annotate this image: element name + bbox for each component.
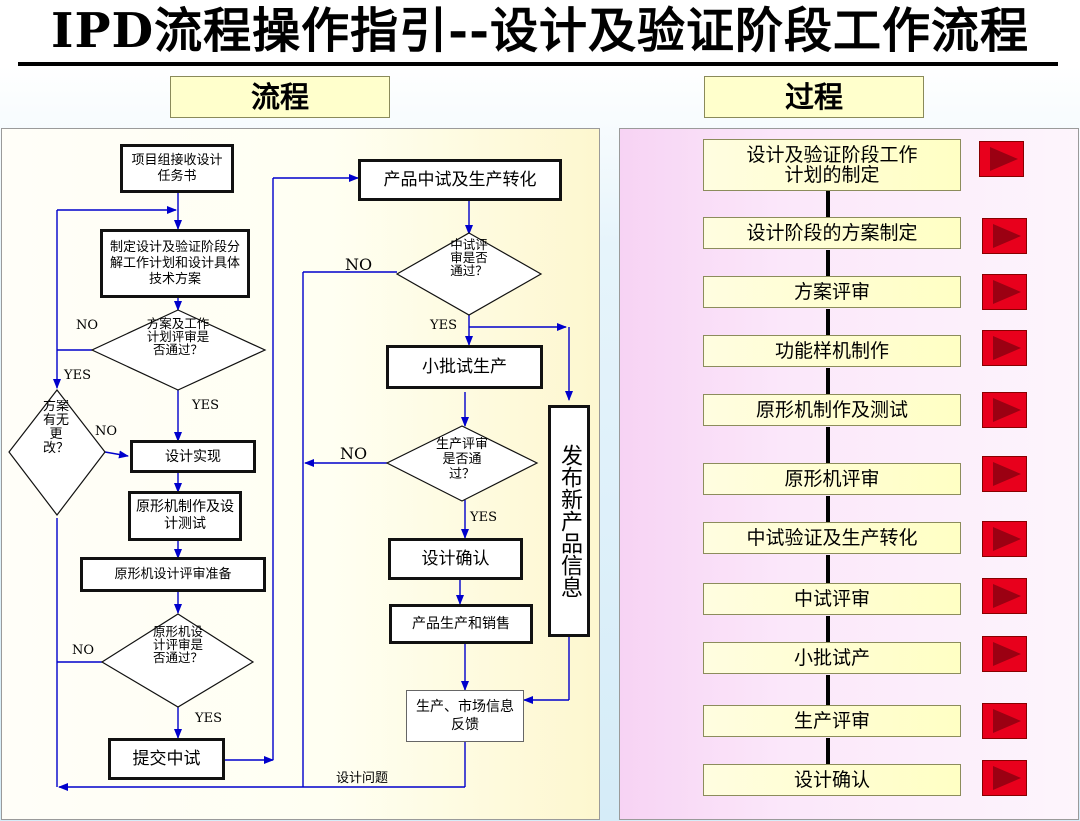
submit-pilot-box: 提交中试 bbox=[108, 738, 225, 780]
play-button-icon[interactable] bbox=[982, 578, 1027, 614]
process-connector bbox=[826, 309, 830, 335]
process-connector bbox=[826, 496, 830, 522]
decision-diamond-pilot-review bbox=[395, 232, 543, 316]
play-button-icon[interactable] bbox=[979, 141, 1024, 177]
label-no: NO bbox=[76, 318, 99, 333]
release-info-box: 发布新产品信息 bbox=[548, 405, 590, 637]
play-button-icon[interactable] bbox=[982, 703, 1027, 739]
process-step-prototype-review: 原形机评审 bbox=[703, 463, 961, 495]
label-yes: YES bbox=[195, 711, 222, 726]
prototype-review-prep-box: 原形机设计评审准备 bbox=[80, 557, 266, 592]
process-step-small-batch: 小批试产 bbox=[703, 642, 961, 674]
plan-box: 制定设计及验证阶段分解工作计划和设计具体技术方案 bbox=[100, 229, 250, 298]
diamond-text-plan-review: 方案及工作计划评审是否通过？ bbox=[146, 317, 210, 357]
process-connector bbox=[826, 555, 830, 583]
label-yes: YES bbox=[430, 318, 457, 333]
process-step-prototype-test: 原形机制作及测试 bbox=[703, 394, 961, 426]
decision-diamond-plan-review bbox=[90, 309, 267, 391]
process-step-production-review: 生产评审 bbox=[703, 705, 961, 737]
label-no: NO bbox=[345, 255, 373, 274]
process-connector bbox=[826, 368, 830, 394]
flow-header: 流程 bbox=[170, 76, 390, 118]
process-connector bbox=[826, 738, 830, 764]
design-implement-box: 设计实现 bbox=[130, 440, 256, 473]
play-button-icon[interactable] bbox=[982, 636, 1027, 672]
label-yes: YES bbox=[192, 398, 219, 413]
play-button-icon[interactable] bbox=[982, 330, 1027, 366]
prototype-test-box: 原形机制作及设计测试 bbox=[128, 491, 242, 541]
process-connector bbox=[826, 427, 830, 463]
label-yes: YES bbox=[470, 510, 497, 525]
receive-task-box: 项目组接收设计任务书 bbox=[120, 144, 234, 193]
process-step-scheme: 设计阶段的方案制定 bbox=[703, 217, 961, 249]
market-feedback-box: 生产、市场信息反馈 bbox=[406, 690, 524, 742]
page-title: IPD流程操作指引--设计及验证阶段工作流程 bbox=[50, 3, 1030, 59]
diamond-text-plan-change: 方案有无更改？ bbox=[42, 400, 69, 456]
small-batch-box: 小批试生产 bbox=[386, 345, 543, 389]
process-connector bbox=[826, 191, 830, 217]
process-step-design-confirm: 设计确认 bbox=[703, 764, 961, 796]
play-button-icon[interactable] bbox=[982, 218, 1027, 254]
design-confirm-box: 设计确认 bbox=[388, 538, 523, 580]
process-connector bbox=[826, 675, 830, 705]
pilot-transfer-box: 产品中试及生产转化 bbox=[358, 159, 562, 201]
diamond-text-production-review: 生产评审是否通过？ bbox=[435, 437, 488, 482]
process-step-scheme-review: 方案评审 bbox=[703, 276, 961, 308]
play-button-icon[interactable] bbox=[982, 456, 1027, 492]
decision-diamond-prototype-review bbox=[100, 613, 255, 708]
decision-diamond-plan-change bbox=[8, 389, 106, 516]
label-design-issue: 设计问题 bbox=[336, 771, 389, 786]
process-step-pilot-transfer: 中试验证及生产转化 bbox=[703, 522, 961, 554]
label-yes: YES bbox=[64, 368, 91, 383]
decision-diamond-production-review bbox=[385, 425, 539, 502]
play-button-icon[interactable] bbox=[982, 760, 1027, 796]
production-sales-box: 产品生产和销售 bbox=[389, 604, 533, 644]
title-divider bbox=[18, 62, 1058, 66]
process-header: 过程 bbox=[704, 76, 924, 118]
process-step-function-sample: 功能样机制作 bbox=[703, 335, 961, 367]
play-button-icon[interactable] bbox=[982, 521, 1027, 557]
label-no: NO bbox=[340, 444, 368, 463]
diamond-text-pilot-review: 中试评审是否通过？ bbox=[450, 238, 488, 278]
label-no: NO bbox=[95, 424, 118, 439]
play-button-icon[interactable] bbox=[982, 392, 1027, 428]
process-connector bbox=[826, 250, 830, 276]
process-connector bbox=[826, 616, 830, 642]
play-button-icon[interactable] bbox=[982, 274, 1027, 310]
process-step-pilot-review: 中试评审 bbox=[703, 583, 961, 615]
label-no: NO bbox=[72, 643, 95, 658]
process-step-work-plan: 设计及验证阶段工作计划的制定 bbox=[703, 139, 961, 191]
diamond-text-prototype-review: 原形机设计评审是否通过？ bbox=[152, 625, 203, 665]
